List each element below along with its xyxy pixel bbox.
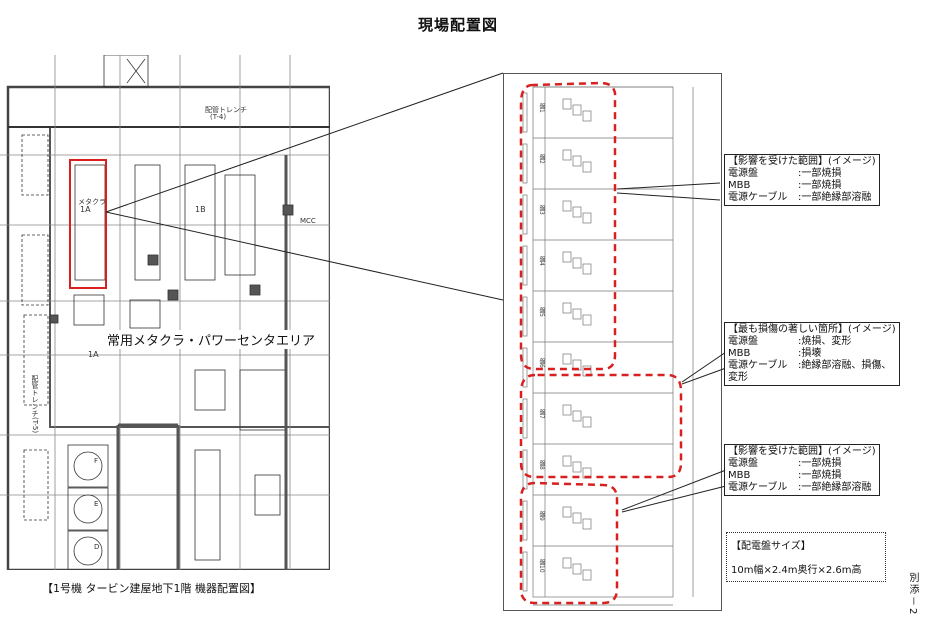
mc-1a-label: 1A — [80, 205, 91, 214]
callout-value: :一部焼損 — [798, 168, 842, 179]
callout-key: MBB — [728, 180, 751, 191]
panel-label: 盤9 — [538, 511, 545, 521]
callout-value: :一部絶縁部溶融 — [798, 482, 872, 493]
callout-value: :絶縁部溶融、損傷、 — [798, 360, 892, 371]
breaker-unit — [562, 404, 572, 416]
outer-wall — [6, 85, 332, 572]
callout-heading: 【影響を受けた範囲】(イメージ) — [728, 446, 876, 457]
breaker-unit — [572, 206, 582, 218]
callout-value: :焼損、変形 — [798, 336, 852, 347]
breaker-unit — [582, 416, 592, 428]
panel-label: 盤10 — [538, 559, 545, 573]
size-heading: 【配電盤サイズ】 — [731, 541, 811, 552]
callout-key: 電源ケーブル — [728, 360, 788, 371]
damage-zone-upper — [519, 81, 617, 371]
panel-label: 盤1 — [538, 103, 545, 113]
breaker-unit — [562, 98, 572, 110]
callout-key: 電源盤 — [728, 336, 758, 347]
breaker-unit — [562, 506, 572, 518]
panel-size-box: 【配電盤サイズ】 10m幅×2.4m奥行×2.6m高 — [726, 532, 886, 582]
callout-key: 電源ケーブル — [728, 482, 788, 493]
callout-key: 電源盤 — [728, 458, 758, 469]
panel-door-handle — [522, 194, 528, 235]
panel-name-labels: 盤1 盤2 盤3 盤4 盤5 盤6 盤7 盤8 盤9 盤10 — [503, 73, 721, 610]
mc-1b-label: 1B — [195, 205, 206, 214]
breaker-unit — [562, 200, 572, 212]
callout-value: :一部焼損 — [798, 180, 842, 191]
breaker-unit — [572, 563, 582, 575]
breaker-unit — [562, 302, 572, 314]
panel-label: 盤8 — [538, 460, 545, 470]
callout-value: :一部焼損 — [798, 458, 842, 469]
callout-key: 電源盤 — [728, 168, 758, 179]
breaker-unit — [572, 308, 582, 320]
tank-f-label: F — [94, 457, 99, 465]
panel-label: 盤2 — [538, 154, 545, 164]
attachment-number: 別添－2 — [907, 572, 918, 617]
panel-label: 盤7 — [538, 409, 545, 419]
stair-box — [103, 54, 149, 88]
highlight-1a-box — [69, 159, 107, 289]
tank-e-label: E — [94, 500, 99, 508]
breaker-unit — [582, 110, 592, 122]
callout-value: :一部焼損 — [798, 470, 842, 481]
panel-door-handle — [522, 245, 528, 286]
callout-key: MBB — [728, 470, 751, 481]
damage-zone-severe — [519, 373, 683, 479]
callout-value: :損壊 — [798, 348, 822, 359]
breaker-unit — [572, 257, 582, 269]
mc-label: メタクラ — [78, 198, 106, 206]
breaker-unit — [562, 353, 572, 365]
trench-top-code: (T-4) — [210, 113, 227, 121]
breaker-unit — [572, 512, 582, 524]
callout-key: 電源ケーブル — [728, 192, 788, 203]
panel-label: 盤3 — [538, 205, 545, 215]
panel-door-handle — [522, 398, 528, 439]
drawing-caption: 【1号機 タービン建屋地下1階 機器配置図】 — [42, 582, 261, 595]
trench-left-label: 配管トレンチ(T-5) — [31, 375, 39, 434]
breaker-unit — [582, 518, 592, 530]
panel-door-handle — [522, 551, 528, 592]
callout-heading: 【影響を受けた範囲】(イメージ) — [728, 156, 876, 167]
breaker-unit — [562, 251, 572, 263]
breaker-unit — [582, 212, 592, 224]
callout-affected-range-upper: 【影響を受けた範囲】(イメージ) 電源盤 :一部焼損 MBB :一部焼損 電源ケーブ… — [724, 154, 880, 206]
panel-door-handle — [522, 143, 528, 184]
damage-zone-lower — [519, 481, 619, 605]
size-value: 10m幅×2.4m奥行×2.6m高 — [731, 565, 862, 576]
floor-plan-svg — [0, 54, 332, 572]
callout-value: :一部絶縁部溶融 — [798, 192, 872, 203]
callout-continuation: 変形 — [728, 372, 748, 383]
panel-label: 盤4 — [538, 256, 545, 266]
panel-door-handle — [522, 296, 528, 337]
area-label: 常用メタクラ・パワーセンタエリア — [105, 330, 318, 349]
breaker-unit — [582, 161, 592, 173]
callout-most-severe: 【最も損傷の著しい箇所】(イメージ) 電源盤 :焼損、変形 MBB :損壊 電源ケー… — [724, 322, 900, 386]
mcc-label: MCC — [300, 217, 316, 225]
callout-key: MBB — [728, 348, 751, 359]
breaker-unit — [582, 314, 592, 326]
breaker-unit — [572, 461, 582, 473]
panel-label: 盤6 — [538, 358, 545, 368]
panel-label: 盤5 — [538, 307, 545, 317]
callout-heading: 【最も損傷の著しい箇所】(イメージ) — [728, 324, 896, 335]
pc-1a-label: 1A — [88, 350, 99, 359]
breaker-unit — [562, 557, 572, 569]
page-title: 現場配置図 — [418, 16, 499, 34]
breaker-unit — [562, 149, 572, 161]
breaker-unit — [582, 263, 592, 275]
breaker-unit — [562, 455, 572, 467]
breaker-unit — [582, 569, 592, 581]
equipment-layout-drawing: 配管トレンチ (T-4) 1A メタクラ 1B 1A 配管トレンチ(T-5) M… — [0, 54, 332, 572]
panel-door-handle — [522, 92, 528, 133]
callout-affected-range-lower: 【影響を受けた範囲】(イメージ) 電源盤 :一部焼損 MBB :一部焼損 電源ケーブ… — [724, 444, 880, 496]
breaker-unit — [572, 410, 582, 422]
breaker-unit — [572, 155, 582, 167]
tank-d-label: D — [94, 543, 100, 551]
breaker-unit — [572, 104, 582, 116]
panel-door-handle — [522, 500, 528, 541]
inner-wall — [49, 126, 331, 428]
